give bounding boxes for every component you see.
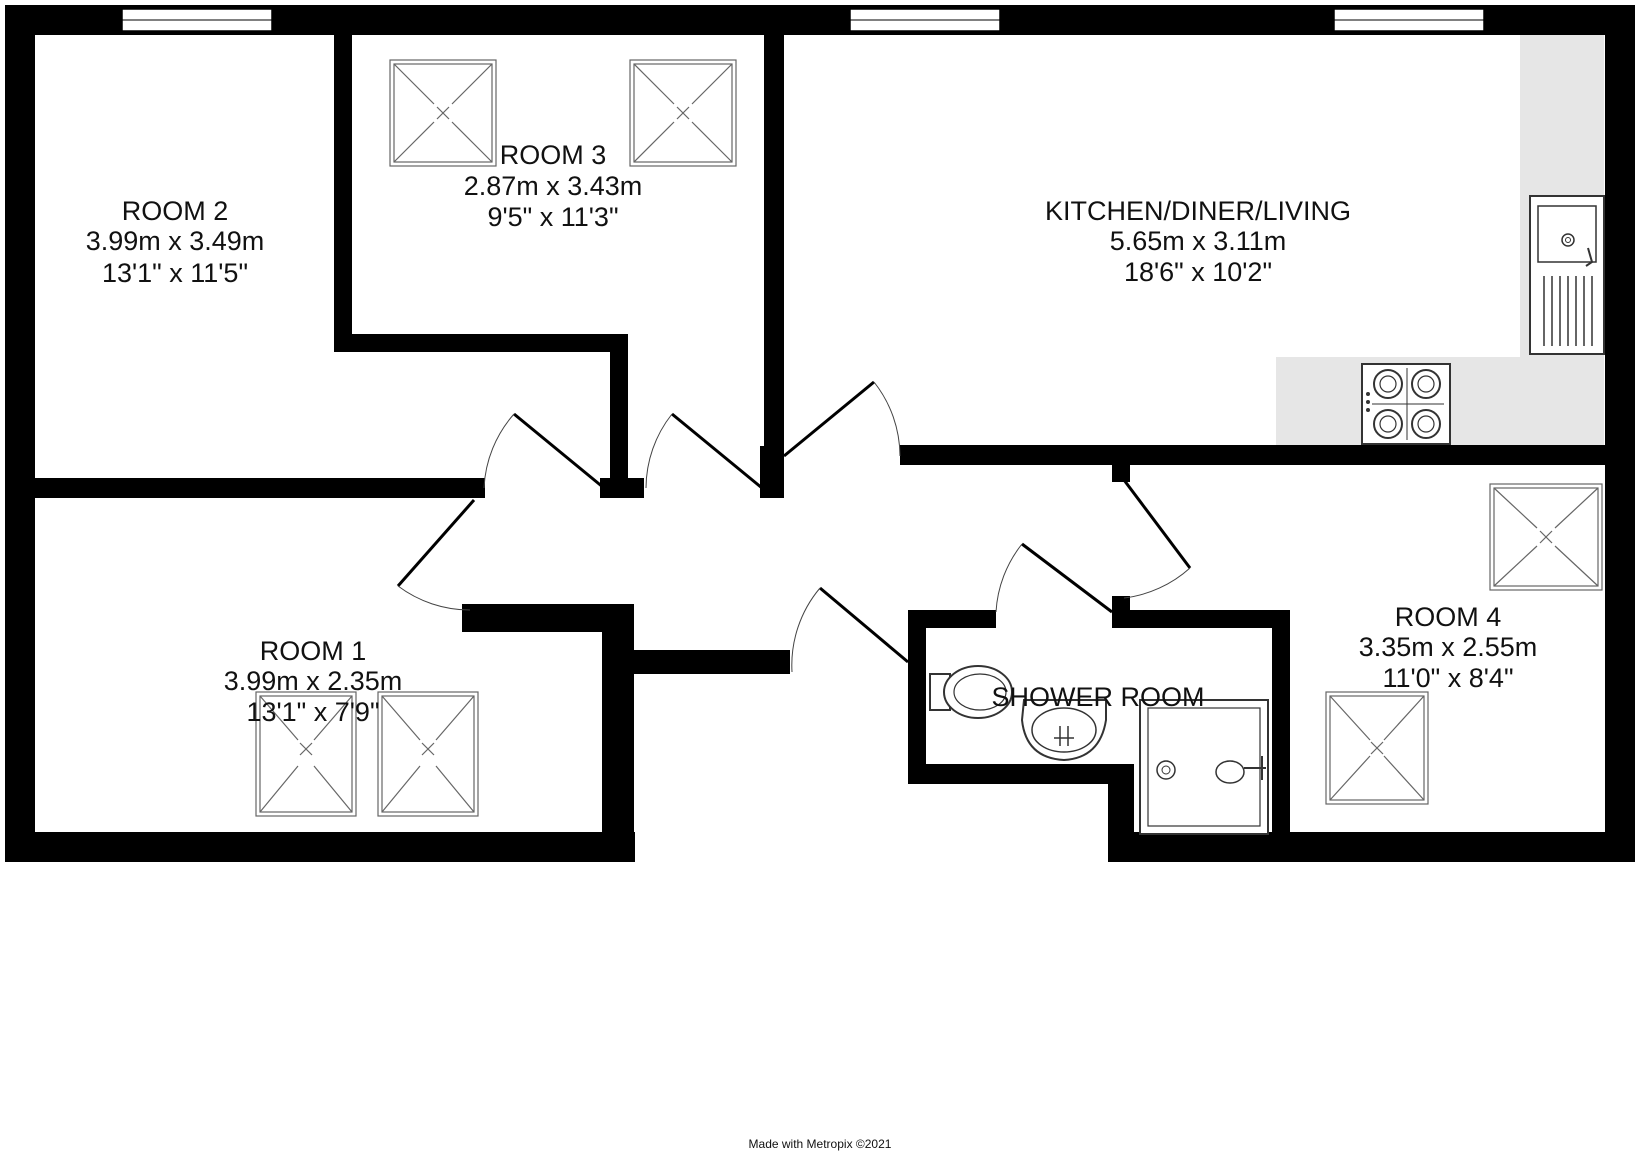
skylight-room3-right (629, 59, 737, 167)
room-size-metric: 5.65m x 3.11m (1110, 226, 1287, 256)
doors (396, 380, 1192, 673)
room-label-room3: ROOM 3 2.87m x 3.43m 9'5" x 11'3" (464, 140, 643, 232)
room-size-imperial: 9'5" x 11'3" (487, 202, 618, 232)
kitchen-sink (1529, 195, 1605, 355)
window-kitchen-right (1333, 8, 1485, 32)
walls (5, 5, 1635, 862)
door-room3 (645, 412, 763, 490)
room-label-room1: ROOM 1 3.99m x 2.35m 13'1" x 7'9" (224, 636, 403, 727)
room-name: ROOM 4 (1395, 602, 1502, 632)
room-size-imperial: 13'1" x 11'5" (102, 258, 248, 288)
wash-basin (1020, 699, 1107, 762)
window-room2 (121, 8, 273, 32)
room-name: ROOM 3 (500, 140, 607, 170)
door-shower-room (995, 542, 1113, 614)
shower-tray (1139, 699, 1269, 835)
skylight-room4-top (1489, 483, 1603, 591)
room-size-imperial: 11'0" x 8'4" (1382, 663, 1513, 693)
room-size-metric: 2.87m x 3.43m (464, 171, 643, 201)
room-label-kitchen: KITCHEN/DINER/LIVING 5.65m x 3.11m 18'6"… (1045, 196, 1351, 287)
room-size-metric: 3.35m x 2.55m (1359, 632, 1538, 662)
room-name: SHOWER ROOM (992, 682, 1205, 712)
room-name: ROOM 1 (260, 636, 367, 666)
room-name: KITCHEN/DINER/LIVING (1045, 196, 1351, 226)
door-room1 (396, 499, 476, 611)
toilet (929, 665, 1013, 719)
windows (121, 8, 1485, 32)
window-kitchen-left (849, 8, 1001, 32)
room-name: ROOM 2 (122, 196, 229, 226)
door-kitchen (783, 380, 901, 458)
room-size-metric: 3.99m x 3.49m (86, 226, 265, 256)
door-room2 (483, 412, 605, 490)
room-size-imperial: 13'1" x 7'9" (246, 697, 379, 727)
skylight-room1-left (255, 691, 357, 817)
room-size-metric: 3.99m x 2.35m (224, 666, 403, 696)
room-size-imperial: 18'6" x 10'2" (1124, 257, 1272, 287)
room-label-room2: ROOM 2 3.99m x 3.49m 13'1" x 11'5" (86, 196, 265, 288)
room-label-room4: ROOM 4 3.35m x 2.55m 11'0" x 8'4" (1359, 602, 1538, 693)
hob (1361, 363, 1451, 445)
door-entrance (791, 586, 909, 673)
skylight-room1-right (377, 691, 479, 817)
metropix-credit: Made with Metropix ©2021 (748, 1137, 892, 1151)
room-label-shower-room: SHOWER ROOM (992, 682, 1205, 712)
skylights (255, 59, 1603, 817)
door-room4 (1122, 479, 1192, 599)
skylight-room3-left (389, 59, 497, 167)
skylight-room4-bottom (1325, 691, 1429, 805)
